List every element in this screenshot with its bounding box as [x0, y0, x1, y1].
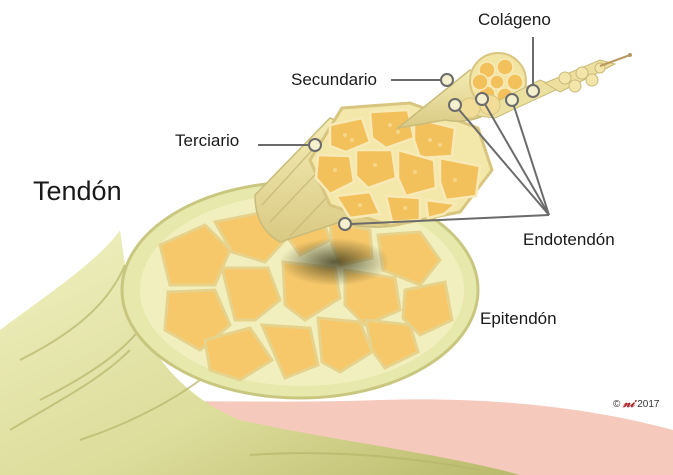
copyright-symbol: ©: [613, 399, 620, 410]
copyright-notice: © 𝓃𝒾 2017: [613, 396, 659, 411]
shadow: [280, 238, 390, 286]
label-terciario: Terciario: [175, 131, 239, 151]
label-colageno: Colágeno: [478, 10, 551, 30]
diagram-title: Tendón: [33, 176, 122, 207]
author-logo: 𝓃𝒾: [623, 396, 634, 410]
label-epitendon: Epitendón: [480, 309, 557, 329]
label-secundario: Secundario: [291, 70, 377, 90]
copyright-year: 2017: [637, 399, 659, 410]
label-endotendon: Endotendón: [523, 230, 615, 250]
